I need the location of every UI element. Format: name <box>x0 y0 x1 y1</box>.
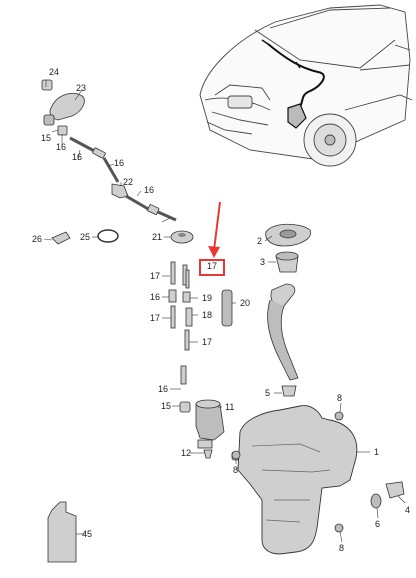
callout-17: 17 <box>150 271 161 281</box>
callout-3: 3 <box>260 257 266 267</box>
callout-23: 23 <box>76 83 87 93</box>
callout-8: 8 <box>337 393 343 403</box>
callout-19: 19 <box>202 293 213 303</box>
callout-5: 5 <box>265 388 271 398</box>
callout-2: 2 <box>257 236 263 246</box>
callout-16: 16 <box>144 185 155 195</box>
callout-1: 1 <box>374 447 380 457</box>
callout-16: 16 <box>56 142 67 152</box>
callout-6: 6 <box>375 519 381 529</box>
sensor-4 <box>385 481 405 499</box>
car-illustration <box>199 4 413 167</box>
callout-16: 16 <box>150 292 161 302</box>
highlight-arrow-head <box>208 246 220 258</box>
callout-22: 22 <box>123 177 134 187</box>
grommet-8a <box>334 411 344 421</box>
reservoir-tank <box>237 405 358 555</box>
callout-11: 11 <box>225 402 235 412</box>
grommet-8b <box>231 450 241 460</box>
callout-8: 8 <box>233 465 239 475</box>
pipe-column <box>168 261 233 385</box>
callout-21: 21 <box>152 232 163 242</box>
car-reservoir-mark <box>287 103 307 129</box>
fluid-bottle <box>47 501 77 563</box>
seal-6 <box>370 493 382 509</box>
highlight-arrow <box>213 201 221 251</box>
highlighted-part-17: 17 <box>199 259 225 276</box>
callout-12: 12 <box>181 448 192 458</box>
callout-24: 24 <box>49 67 60 77</box>
callout-20: 20 <box>240 298 251 308</box>
callout-8: 8 <box>339 543 345 553</box>
callout-16: 16 <box>72 152 83 162</box>
callout-15: 15 <box>161 401 172 411</box>
clip-26 <box>51 231 71 245</box>
car-washer-line <box>267 43 325 111</box>
nozzle-group <box>41 79 177 222</box>
pump-group <box>179 399 241 461</box>
clip-25 <box>97 229 119 243</box>
callout-15: 15 <box>41 133 52 143</box>
highlighted-part-17-label: 17 <box>206 261 217 271</box>
callout-18: 18 <box>202 310 213 320</box>
leader-lines <box>43 80 406 543</box>
callout-4: 4 <box>405 505 411 515</box>
callout-25: 25 <box>80 232 91 242</box>
callout-17: 17 <box>202 337 213 347</box>
callout-16: 16 <box>158 384 169 394</box>
callout-16: 16 <box>114 158 125 168</box>
filler-group <box>265 223 312 397</box>
grommet-8c <box>334 523 344 533</box>
callout-45: 45 <box>82 529 93 539</box>
callout-17: 17 <box>150 313 161 323</box>
callout-26: 26 <box>32 234 43 244</box>
